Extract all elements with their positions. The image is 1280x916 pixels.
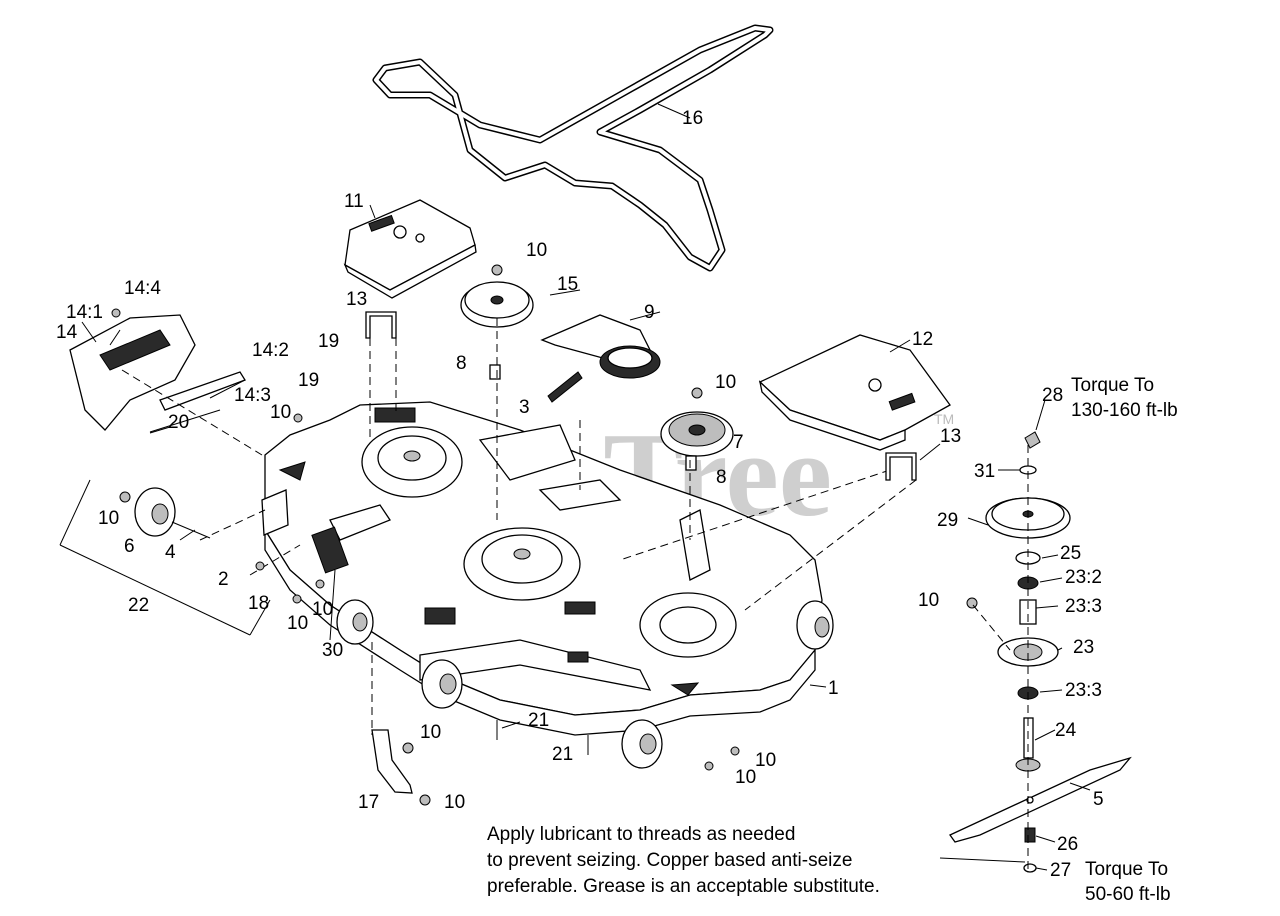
callout-23-3a: 23:3 <box>1065 596 1102 617</box>
torque-top-line1: Torque To <box>1071 375 1154 396</box>
callout-27: 27 <box>1050 860 1071 881</box>
pulley-7 <box>660 387 734 471</box>
callout-10i: 10 <box>755 750 776 771</box>
callout-16: 16 <box>682 108 703 129</box>
callout-5: 5 <box>1093 789 1104 810</box>
callout-17: 17 <box>358 792 379 813</box>
callout-21a: 21 <box>528 710 549 731</box>
belt-cover-11 <box>343 199 477 299</box>
callout-20: 20 <box>168 412 189 433</box>
callout-3: 3 <box>519 397 530 418</box>
callout-9: 9 <box>644 302 655 323</box>
callout-6: 6 <box>124 536 135 557</box>
leader-lines <box>59 103 1091 871</box>
callout-10d: 10 <box>98 508 119 529</box>
callout-18: 18 <box>248 593 269 614</box>
callout-7: 7 <box>733 432 744 453</box>
deck-wheels <box>336 599 834 769</box>
callout-19a: 19 <box>318 331 339 352</box>
callout-12: 12 <box>912 329 933 350</box>
callout-10f: 10 <box>312 599 333 620</box>
belt-16 <box>372 24 774 272</box>
cover-14 <box>69 314 196 431</box>
callout-23: 23 <box>1073 637 1094 658</box>
callout-29: 29 <box>937 510 958 531</box>
callout-15: 15 <box>557 274 578 295</box>
callout-10g: 10 <box>420 722 441 743</box>
assembly-lines <box>121 318 1011 735</box>
callout-28: 28 <box>1042 385 1063 406</box>
watermark-tm: TM <box>934 411 954 427</box>
callout-10b: 10 <box>270 402 291 423</box>
callout-13b: 13 <box>940 426 961 447</box>
callout-4: 4 <box>165 542 176 563</box>
callout-14-2: 14:2 <box>252 340 289 361</box>
callout-14-3: 14:3 <box>234 385 271 406</box>
callout-10h: 10 <box>444 792 465 813</box>
torque-bottom-line1: Torque To <box>1085 859 1168 880</box>
callout-14: 14 <box>56 322 78 343</box>
torque-bottom-line2: 50-60 ft-lb <box>1085 884 1171 905</box>
torque-spec-bottom: Torque To 50-60 ft-lb <box>1085 859 1171 905</box>
callout-1: 1 <box>828 678 839 699</box>
torque-top-line2: 130-160 ft-lb <box>1071 400 1178 421</box>
callout-14-1: 14:1 <box>66 302 103 323</box>
callout-31: 31 <box>974 461 995 482</box>
torque-spec-top: Torque To 130-160 ft-lb <box>1071 375 1178 421</box>
callout-8a: 8 <box>456 353 467 374</box>
callout-24: 24 <box>1055 720 1077 741</box>
callout-23-3b: 23:3 <box>1065 680 1102 701</box>
callout-22: 22 <box>128 595 149 616</box>
note-line-2: to prevent seizing. Copper based anti-se… <box>487 850 852 871</box>
callout-2: 2 <box>218 569 229 590</box>
caster-wheel-6 <box>119 487 211 539</box>
callout-14-4: 14:4 <box>124 278 161 299</box>
callout-19b: 19 <box>298 370 319 391</box>
callout-10c: 10 <box>715 372 736 393</box>
bracket-17 <box>371 729 431 806</box>
callout-10k: 10 <box>918 590 939 611</box>
callout-21b: 21 <box>552 744 573 765</box>
note-line-1: Apply lubricant to threads as needed <box>487 824 795 845</box>
callout-11: 11 <box>344 191 364 212</box>
callout-25: 25 <box>1060 543 1081 564</box>
callout-labels: 16 11 10 15 13 14:4 14:1 14 14:2 14:3 19… <box>56 108 1104 881</box>
pulley-15 <box>460 264 534 380</box>
spring-3 <box>547 371 583 403</box>
hardware-bolts <box>111 308 740 771</box>
callout-30: 30 <box>322 640 343 661</box>
idler-arm-9 <box>540 314 661 379</box>
callout-8b: 8 <box>716 467 727 488</box>
callout-13: 13 <box>346 289 367 310</box>
callout-10j: 10 <box>735 767 756 788</box>
callout-23-2: 23:2 <box>1065 567 1102 588</box>
lubrication-note: Apply lubricant to threads as needed to … <box>487 824 880 897</box>
spindle-assembly-23 <box>949 431 1132 873</box>
callout-10e: 10 <box>287 613 308 634</box>
callout-26: 26 <box>1057 834 1078 855</box>
bolts-13 <box>365 311 917 481</box>
belt-cover-12 <box>758 334 951 451</box>
callout-10: 10 <box>526 240 547 261</box>
note-line-3: preferable. Grease is an acceptable subs… <box>487 876 880 897</box>
mower-deck-1 <box>261 401 823 736</box>
